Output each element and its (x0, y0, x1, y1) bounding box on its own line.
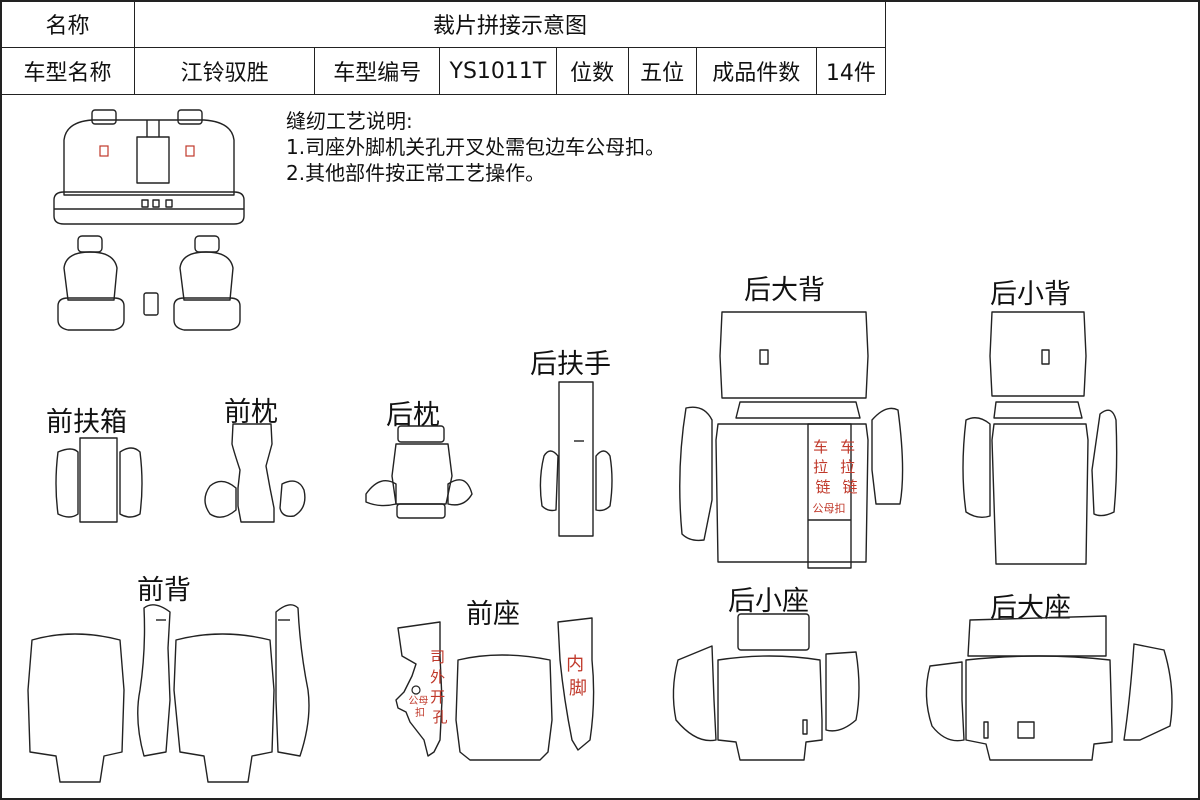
zipper-annotation-1: 车 拉 链 (813, 438, 833, 496)
piece-rear-big-back (679, 311, 904, 569)
label-rear-small-seat: 后小座 (728, 586, 809, 617)
seats-label: 位数 (555, 47, 629, 95)
notes-line-2: 2.其他部件按正常工艺操作。 (286, 161, 546, 185)
snap-hole-marker (411, 685, 421, 695)
label-front-seat: 前座 (466, 599, 520, 630)
model-code-label: 车型编号 (314, 47, 441, 95)
piece-rear-small-seat (672, 613, 860, 761)
piece-front-seat (395, 617, 595, 761)
label-front-pillow: 前枕 (224, 397, 278, 428)
label-rear-big-back: 后大背 (744, 275, 825, 306)
snap-annotation-seat: 公母 扣 (408, 695, 431, 719)
zipper-1-char-3: 链 (815, 478, 830, 496)
piece-rear-pillow (365, 425, 473, 519)
snap-seat-line-2: 扣 (415, 706, 425, 719)
overview-rear-bench (53, 109, 245, 225)
model-code-value: YS1011T (439, 47, 557, 95)
notes-heading: 缝纫工艺说明: (286, 109, 413, 133)
diagram-title: 裁片拼接示意图 (134, 0, 886, 48)
notes-line-1: 1.司座外脚机关孔开叉处需包边车公母扣。 (286, 135, 666, 159)
inner-leg-char-1: 内 (566, 654, 584, 675)
sewing-notes: 缝纫工艺说明: 1.司座外脚机关孔开叉处需包边车公母扣。 2.其他部件按正常工艺… (286, 108, 665, 186)
piece-front-pillow (204, 423, 306, 523)
label-rear-armrest: 后扶手 (530, 349, 611, 380)
zipper-1-char-1: 车 (813, 438, 828, 456)
overview-marks (99, 145, 195, 157)
seats-value: 五位 (627, 47, 697, 95)
pieces-value: 14件 (815, 47, 887, 95)
driver-hole-char-4: 孔 (432, 708, 447, 726)
pieces-label: 成品件数 (695, 47, 817, 95)
label-front-armbox: 前扶箱 (46, 407, 127, 438)
piece-front-armbox (55, 437, 143, 523)
driver-hole-char-3: 开 (430, 688, 445, 706)
overview-front-seats (57, 235, 241, 331)
name-label: 名称 (0, 0, 135, 48)
zipper-2-char-1: 车 (840, 438, 855, 456)
zipper-1-char-2: 拉 (813, 458, 828, 476)
piece-rear-armrest (539, 381, 613, 537)
inner-leg-annotation: 内 脚 (566, 654, 590, 699)
piece-rear-big-seat (925, 615, 1173, 761)
snap-seat-line-1: 公母 (408, 695, 428, 707)
label-rear-small-back: 后小背 (990, 279, 1071, 310)
driver-hole-char-1: 司 (430, 648, 445, 666)
label-front-back: 前背 (137, 575, 191, 606)
driver-hole-char-2: 外 (430, 668, 445, 686)
zipper-2-char-2: 拉 (840, 458, 855, 476)
inner-leg-char-2: 脚 (569, 678, 587, 699)
piece-front-back (27, 604, 310, 783)
driver-hole-annotation: 司 外 开 孔 (430, 648, 450, 726)
header-table: 名称 裁片拼接示意图 车型名称 江铃驭胜 车型编号 YS1011T 位数 五位 … (0, 0, 887, 95)
snap-annotation-back: 公母扣 (813, 501, 846, 515)
model-name-label: 车型名称 (0, 47, 135, 95)
piece-rear-small-back (962, 311, 1118, 565)
zipper-annotation-2: 车 拉 链 (840, 438, 860, 496)
model-name-value: 江铃驭胜 (133, 47, 316, 95)
zipper-2-char-3: 链 (842, 478, 857, 496)
